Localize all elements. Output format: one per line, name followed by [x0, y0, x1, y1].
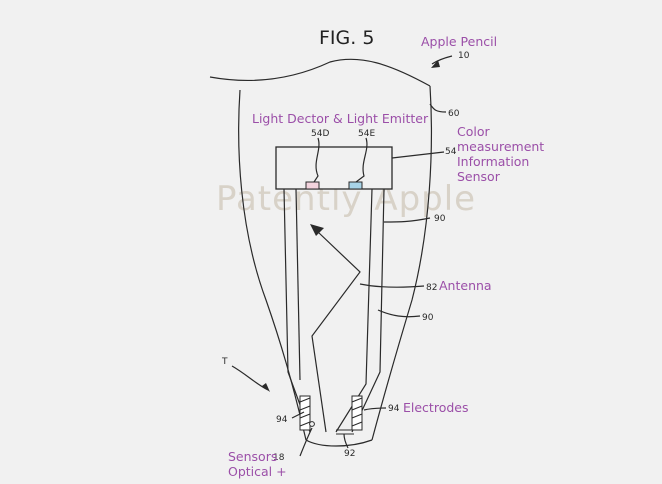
label-color-sensor-1: Color [457, 124, 490, 139]
ref-optical-sensor: 18 [273, 453, 285, 463]
label-color-sensor-4: Sensor [457, 169, 501, 184]
ref-path-upper: 90 [434, 214, 446, 224]
label-optical: Optical + [228, 464, 287, 479]
ref-path-lower: 90 [422, 313, 434, 323]
reference-leaders [231, 55, 453, 457]
ref-electrode-left: 94 [276, 415, 288, 425]
light-guide-inner-left [295, 188, 301, 381]
electrode-right [351, 395, 363, 431]
ref-antenna: 82 [426, 283, 437, 293]
emitter-leader [355, 137, 368, 183]
pencil-right-edge [371, 85, 432, 441]
light-guide-inner-right [335, 188, 373, 433]
ref-housing: 60 [448, 109, 460, 119]
light-detector-element [305, 181, 320, 190]
ref-electrode-right: 94 [388, 404, 400, 414]
ref-detector: 54D [311, 129, 329, 139]
detector-leader [313, 137, 320, 183]
pencil-tip-end [305, 439, 373, 447]
pencil-left-edge [238, 89, 307, 441]
electrode-left [299, 395, 311, 431]
antenna-trace [310, 224, 361, 433]
label-light-detector-emitter: Light Dector & Light Emitter [252, 111, 429, 126]
label-antenna: Antenna [439, 278, 492, 293]
ref-pencil: 10 [458, 51, 470, 61]
antenna-arrowhead [310, 224, 324, 236]
label-apple-pencil: Apple Pencil [421, 34, 497, 49]
tip-arrowhead [262, 383, 270, 392]
label-electrodes: Electrodes [403, 400, 469, 415]
label-color-sensor-2: measurement [457, 139, 544, 154]
label-sensors: Sensors [228, 449, 277, 464]
figure-title: FIG. 5 [319, 27, 374, 49]
tip-contact [336, 429, 354, 435]
label-color-sensor-3: Information [457, 154, 529, 169]
light-guide [283, 188, 385, 433]
ref-tip: T [221, 357, 228, 367]
ref-sensor-module: 54 [445, 147, 457, 157]
sensor-module-box [275, 146, 393, 190]
light-emitter-element [348, 181, 363, 190]
ref-tip-contact: 92 [344, 449, 355, 459]
pencil-top-edge [209, 58, 431, 87]
pencil-arrowhead [431, 60, 440, 68]
ref-emitter: 54E [358, 129, 375, 139]
optical-sensor-dot [309, 421, 315, 427]
